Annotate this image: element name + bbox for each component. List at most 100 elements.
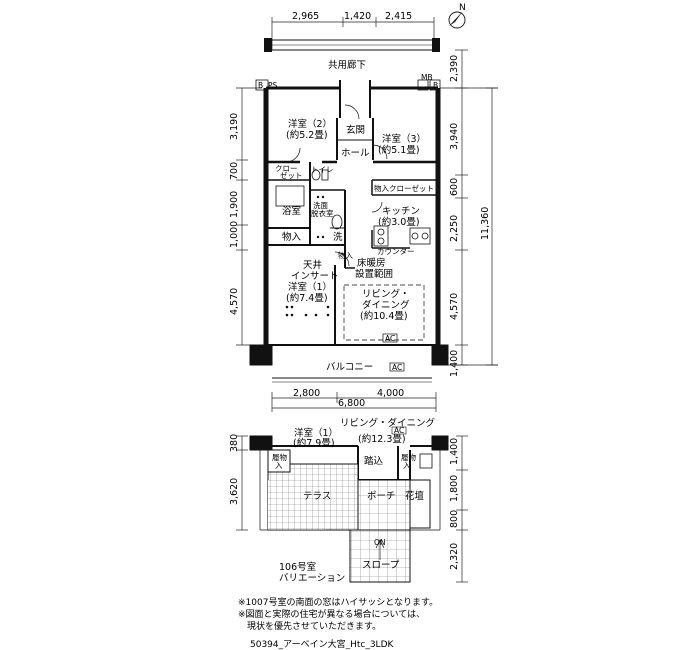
- balcony-label: バルコニー: [326, 362, 373, 373]
- dim-lower-right-4: 2,320: [449, 543, 460, 570]
- fixtures: [275, 169, 431, 247]
- bedroom3-label: 洋室（3）: [382, 133, 426, 145]
- bottom-dimensions: [271, 392, 437, 412]
- flowerbed-area: [409, 479, 431, 529]
- dim-top-1: 2,965: [292, 11, 319, 22]
- var-living-size: (約12.3畳): [358, 433, 406, 445]
- left-dimensions: [236, 87, 262, 346]
- corridor-wall: [264, 38, 440, 52]
- flowerbed-label: 花壇: [405, 490, 425, 502]
- storage-small-label: 物入: [338, 250, 353, 260]
- dim-right-total: 11,360: [480, 207, 491, 240]
- storage-left-label: 物入: [282, 231, 302, 243]
- laundry-label: 洗: [333, 231, 343, 243]
- porch-area: [357, 479, 411, 531]
- north-arrow-icon: [448, 11, 466, 29]
- kitchen-size: (約3.0畳): [378, 216, 420, 228]
- dim-right-5: 4,570: [449, 293, 460, 320]
- ac-box-living: [382, 333, 398, 343]
- ceiling-insert-dots: [285, 195, 330, 317]
- dim-bottom-1: 2,800: [293, 388, 320, 399]
- dim-right-3: 600: [449, 178, 460, 196]
- var-living-label: リビング・ダイニング: [340, 417, 436, 429]
- shoe-cabinet-left-label-2: 入: [275, 461, 283, 470]
- dim-right-4: 2,250: [449, 215, 460, 242]
- balcony: [249, 344, 449, 383]
- dim-right-6: 1,400: [449, 350, 460, 377]
- floor-heating-label-2: 設置範囲: [355, 268, 393, 280]
- lower-dimensions: [236, 435, 468, 583]
- bedroom3-size: (約5.1畳): [378, 144, 420, 156]
- dim-left-4: 1,000: [229, 221, 240, 248]
- ceiling-insert-label: 天井: [303, 259, 322, 271]
- living-label-2: ダイニング: [362, 299, 410, 311]
- washroom-label-2: 脱衣室: [311, 208, 334, 218]
- closet-left-label: クロー: [275, 164, 298, 173]
- closet-left-label-2: ゼット: [280, 170, 303, 180]
- shoe-cabinet-left-label: 履物: [272, 452, 287, 462]
- entrance-label: 玄関: [346, 124, 365, 136]
- footer-code: 50394_アーベイン大宮_Htc_3LDK: [250, 638, 395, 650]
- terrace-label: テラス: [303, 491, 331, 502]
- living-label: リビング・: [362, 288, 410, 300]
- floor-heating-label: 床暖房: [357, 257, 386, 269]
- shaft-right-label: B: [433, 81, 438, 90]
- ac-label-balcony: AC: [392, 363, 402, 372]
- dim-left-2: 700: [229, 162, 240, 180]
- var-bedroom1-size: (約7.9畳): [293, 437, 335, 449]
- dim-lower-left-1: 380: [229, 434, 240, 452]
- washroom-label: 洗面: [313, 200, 328, 210]
- dim-top-3: 2,415: [385, 11, 412, 22]
- dim-lower-right-1: 1,400: [449, 438, 460, 465]
- slope-label: スロープ: [362, 560, 400, 571]
- caption-line1: 106号室: [279, 561, 316, 573]
- shoe-cabinet-left: [267, 449, 291, 473]
- closet-right-label: クローゼット: [389, 183, 434, 193]
- mb-label: MB: [421, 73, 433, 82]
- living-size: (約10.4畳): [360, 310, 408, 322]
- dim-top-2: 1,420: [344, 11, 371, 22]
- entry-step-label: 踏込: [364, 455, 384, 467]
- toilet-label: トイレ: [311, 165, 334, 174]
- hall-label: ホール: [341, 148, 370, 159]
- shaft-left-label: B: [258, 81, 263, 90]
- dim-left-3: 1,900: [229, 191, 240, 218]
- dim-right-1: 2,390: [449, 55, 460, 82]
- unit-walls: [263, 80, 441, 355]
- dim-bottom-2: 4,000: [377, 388, 404, 399]
- ac-label-living: AC: [385, 334, 395, 343]
- shoe-cabinet-right-label-2: 入: [403, 461, 411, 470]
- caption-line2: バリエーション: [279, 573, 345, 584]
- ps-label: PS: [268, 81, 278, 90]
- dim-lower-right-2: 1,800: [449, 475, 460, 502]
- bedroom1-label: 洋室（1）: [288, 281, 332, 293]
- note-line-1: ※1007号室の南面の窓はハイサッシとなります。: [238, 596, 438, 608]
- bedroom1-size: (約7.4畳): [286, 292, 328, 304]
- dim-bottom-total: 6,800: [338, 398, 365, 409]
- porch-label: ポーチ: [367, 491, 396, 502]
- ac-box-balcony: [389, 362, 405, 372]
- var-ac-box: [391, 426, 407, 435]
- shafts: [255, 79, 441, 91]
- dim-lower-right-3: 800: [449, 510, 460, 528]
- kitchen-label: キッチン: [382, 206, 420, 217]
- floor-heating-area: [343, 284, 425, 341]
- terrace-area-2: [268, 480, 326, 530]
- note-line-3: 現状を優先させていただきます。: [238, 620, 381, 632]
- var-ac-label: AC: [394, 426, 404, 435]
- dim-lower-left-2: 3,620: [229, 478, 240, 505]
- door-arcs: [285, 104, 388, 267]
- var-bedroom1-label: 洋室（1）: [294, 427, 338, 439]
- right-dimensions: [440, 49, 498, 366]
- corridor-label: 共用廊下: [328, 59, 366, 71]
- dim-right-2: 3,940: [449, 123, 460, 150]
- note-line-2: ※図面と実際の住宅が異なる場合については、: [238, 608, 425, 620]
- on-label: ON: [374, 538, 386, 547]
- ceiling-insert-label-2: インサート: [291, 271, 339, 282]
- storage-closet-label: 物入: [374, 183, 389, 193]
- shoe-cabinet-right-label: 履物: [401, 452, 416, 462]
- bedroom2-label: 洋室（2）: [288, 118, 332, 130]
- shoe-cabinet-right: [419, 453, 433, 469]
- dim-left-1: 3,190: [229, 113, 240, 140]
